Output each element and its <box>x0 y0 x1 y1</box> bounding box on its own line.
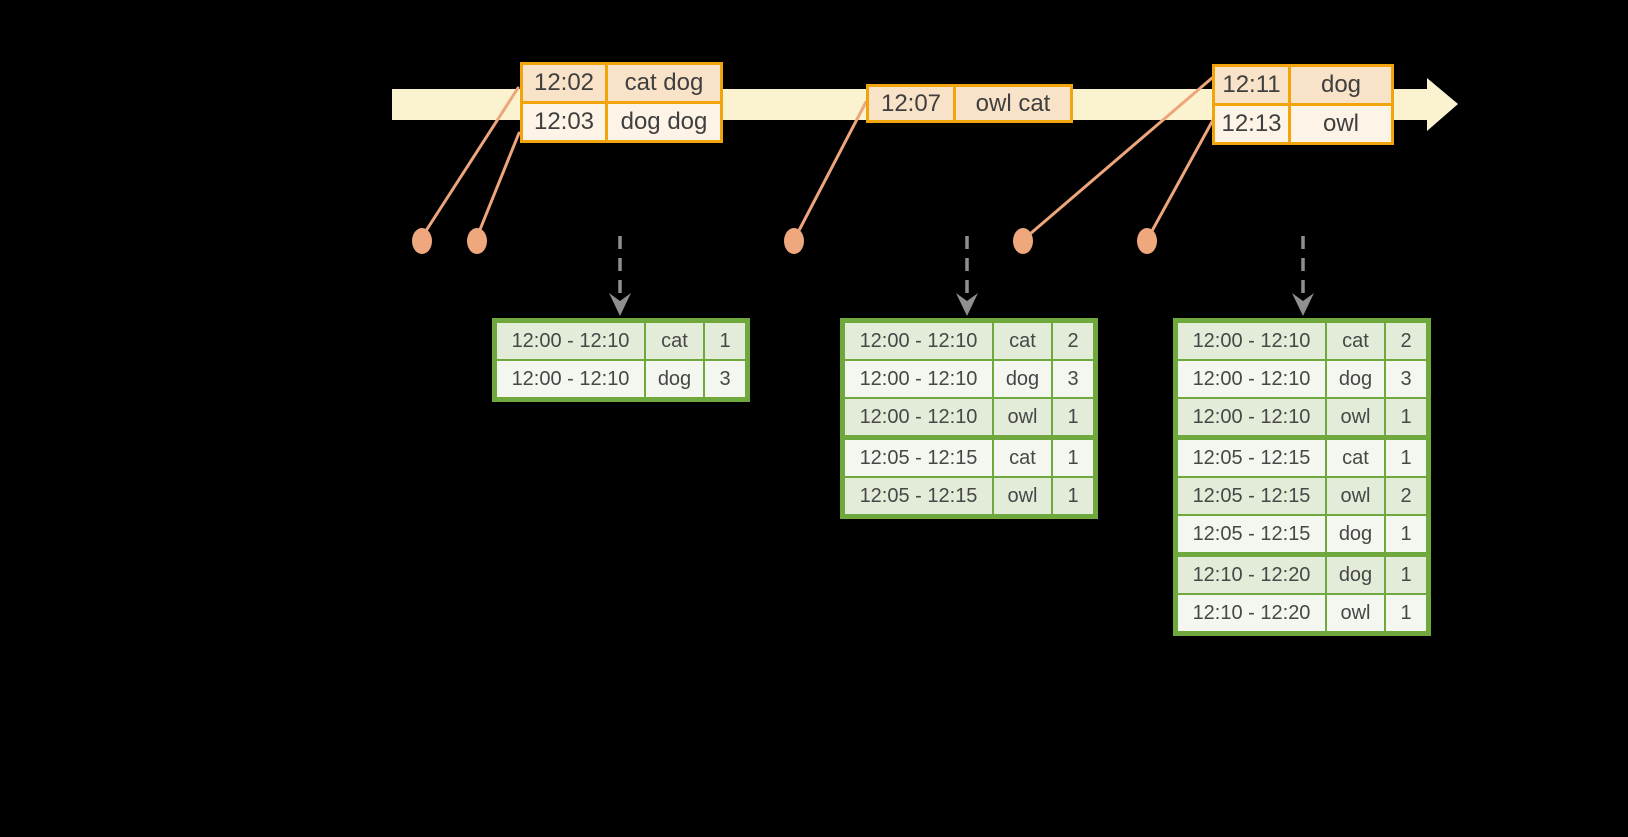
count-cell: 2 <box>1386 478 1426 514</box>
window-cell: 12:05 - 12:15 <box>1178 478 1325 514</box>
event-link-line <box>1021 76 1214 242</box>
word-cell: cat <box>1327 440 1384 476</box>
count-cell: 1 <box>1053 399 1093 435</box>
count-cell: 1 <box>705 323 745 359</box>
word-cell: cat <box>646 323 703 359</box>
result-row: 12:05 - 12:15 owl 2 <box>1178 478 1426 514</box>
count-cell: 1 <box>1386 399 1426 435</box>
event-words-cell: owl <box>1291 106 1391 142</box>
result-row: 12:00 - 12:10 cat 2 <box>1178 323 1426 359</box>
result-table-2: 12:00 - 12:10 cat 2 12:00 - 12:10 dog 3 … <box>840 318 1098 519</box>
count-cell: 3 <box>1386 361 1426 397</box>
result-row: 12:10 - 12:20 dog 1 <box>1178 557 1426 593</box>
window-cell: 12:00 - 12:10 <box>1178 323 1325 359</box>
result-row: 12:10 - 12:20 owl 1 <box>1178 595 1426 631</box>
event-dot-icon <box>467 228 487 254</box>
window-cell: 12:00 - 12:10 <box>845 399 992 435</box>
arrow-down-icon <box>609 293 631 316</box>
result-row: 12:00 - 12:10 dog 3 <box>1178 361 1426 397</box>
count-cell: 3 <box>1053 361 1093 397</box>
window-cell: 12:10 - 12:20 <box>1178 557 1325 593</box>
result-table-1: 12:00 - 12:10 cat 1 12:00 - 12:10 dog 3 <box>492 318 750 402</box>
result-row: 12:00 - 12:10 dog 3 <box>497 361 745 397</box>
event-link-line <box>475 131 521 239</box>
window-cell: 12:05 - 12:15 <box>1178 440 1325 476</box>
trigger-arrows <box>609 236 1314 316</box>
count-cell: 1 <box>1386 440 1426 476</box>
word-cell: dog <box>1327 516 1384 552</box>
event-time-cell: 12:03 <box>523 104 605 140</box>
event-words-cell: cat dog <box>608 65 720 101</box>
window-cell: 12:00 - 12:10 <box>497 361 644 397</box>
window-cell: 12:05 - 12:15 <box>1178 516 1325 552</box>
result-table-3: 12:00 - 12:10 cat 2 12:00 - 12:10 dog 3 … <box>1173 318 1431 636</box>
event-link-lines <box>420 76 1215 242</box>
event-time-cell: 12:11 <box>1215 67 1288 103</box>
event-dot-icon <box>412 228 432 254</box>
event-table-3: 12:11 dog 12:13 owl <box>1212 64 1394 145</box>
stream-event-dots <box>412 228 1157 254</box>
event-link-line <box>1145 118 1215 242</box>
timeline-arrowhead-icon <box>1427 78 1458 131</box>
event-time-cell: 12:02 <box>523 65 605 101</box>
count-cell: 1 <box>1386 595 1426 631</box>
result-row: 12:00 - 12:10 dog 3 <box>845 361 1093 397</box>
word-cell: owl <box>994 399 1051 435</box>
word-cell: owl <box>1327 595 1384 631</box>
event-dot-icon <box>1137 228 1157 254</box>
result-row: 12:05 - 12:15 cat 1 <box>1178 440 1426 476</box>
event-words-cell: dog <box>1291 67 1391 103</box>
word-cell: owl <box>994 478 1051 514</box>
result-row: 12:05 - 12:15 cat 1 <box>845 440 1093 476</box>
event-link-line <box>420 86 520 239</box>
word-cell: cat <box>994 323 1051 359</box>
result-row: 12:00 - 12:10 cat 1 <box>497 323 745 359</box>
count-cell: 2 <box>1386 323 1426 359</box>
count-cell: 1 <box>1386 516 1426 552</box>
count-cell: 2 <box>1053 323 1093 359</box>
count-cell: 1 <box>1386 557 1426 593</box>
result-row: 12:00 - 12:10 cat 2 <box>845 323 1093 359</box>
count-cell: 1 <box>1053 478 1093 514</box>
window-cell: 12:00 - 12:10 <box>1178 361 1325 397</box>
word-cell: owl <box>1327 478 1384 514</box>
count-cell: 3 <box>705 361 745 397</box>
window-cell: 12:00 - 12:10 <box>845 323 992 359</box>
event-time-cell: 12:13 <box>1215 106 1288 142</box>
count-cell: 1 <box>1053 440 1093 476</box>
arrow-down-icon <box>956 293 978 316</box>
result-row: 12:00 - 12:10 owl 1 <box>845 399 1093 435</box>
window-cell: 12:00 - 12:10 <box>845 361 992 397</box>
result-row: 12:05 - 12:15 owl 1 <box>845 478 1093 514</box>
event-time-cell: 12:07 <box>869 87 953 120</box>
event-words-cell: owl cat <box>956 87 1070 120</box>
word-cell: cat <box>994 440 1051 476</box>
word-cell: dog <box>1327 361 1384 397</box>
word-cell: cat <box>1327 323 1384 359</box>
word-cell: owl <box>1327 399 1384 435</box>
window-cell: 12:05 - 12:15 <box>845 440 992 476</box>
result-row: 12:00 - 12:10 owl 1 <box>1178 399 1426 435</box>
window-cell: 12:00 - 12:10 <box>497 323 644 359</box>
event-dot-icon <box>784 228 804 254</box>
arrow-down-icon <box>1292 293 1314 316</box>
event-table-1: 12:02 cat dog 12:03 dog dog <box>520 62 723 143</box>
word-cell: dog <box>994 361 1051 397</box>
window-cell: 12:00 - 12:10 <box>1178 399 1325 435</box>
word-cell: dog <box>1327 557 1384 593</box>
word-cell: dog <box>646 361 703 397</box>
window-cell: 12:10 - 12:20 <box>1178 595 1325 631</box>
result-row: 12:05 - 12:15 dog 1 <box>1178 516 1426 552</box>
event-table-2: 12:07 owl cat <box>866 84 1073 123</box>
window-cell: 12:05 - 12:15 <box>845 478 992 514</box>
event-link-line <box>792 100 868 242</box>
event-words-cell: dog dog <box>608 104 720 140</box>
event-dot-icon <box>1013 228 1033 254</box>
